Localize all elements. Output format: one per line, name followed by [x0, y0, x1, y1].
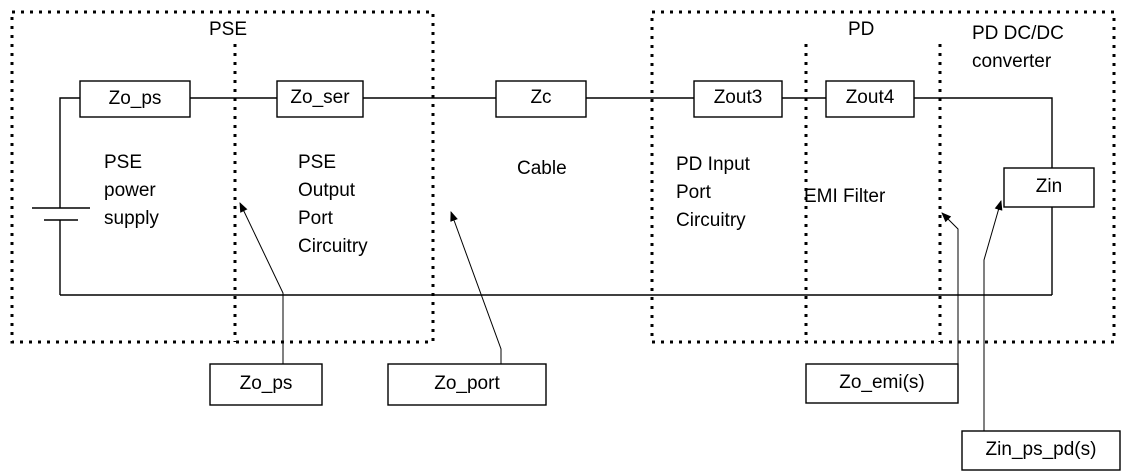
zout3-box	[693, 80, 783, 118]
zo-ser-label: Zo_ser	[290, 87, 350, 108]
wire-left-top	[59, 97, 80, 208]
zin-box	[1003, 167, 1095, 208]
pse-output-port-line-3: Port	[298, 208, 333, 229]
arrow-zo-ps	[239, 202, 284, 364]
callout-zo-emi-label: Zo_emi(s)	[839, 372, 925, 393]
pd-input-port-label: PD Input Port Circuitry	[676, 151, 750, 235]
zout4-box	[825, 80, 915, 118]
arrow-zo-port	[450, 211, 502, 364]
arrow-zin-ps-pd	[983, 200, 1003, 431]
pse-power-supply-line-2: power	[104, 180, 156, 201]
pd-input-port-line-1: PD Input	[676, 154, 750, 175]
callout-zo-ps-box	[209, 363, 323, 406]
zc-box	[495, 80, 587, 118]
pd-input-port-line-2: Port	[676, 182, 711, 203]
arrow-zo-emi	[941, 212, 959, 364]
pse-region-title: PSE	[209, 19, 248, 40]
zout4-label: Zout4	[845, 87, 895, 108]
callout-zo-emi-box	[805, 363, 959, 404]
zout3-label: Zout3	[713, 87, 763, 108]
pse-output-port-line-1: PSE	[298, 152, 337, 173]
pd-dcdc-title-line-1: PD DC/DC	[972, 23, 1064, 44]
pse-power-supply-line-3: supply	[104, 208, 159, 229]
pd-region-title: PD	[848, 19, 875, 40]
pse-region-border	[10, 10, 435, 344]
pse-output-port-line-4: Circuitry	[298, 236, 368, 257]
callout-zo-port-label: Zo_port	[434, 373, 500, 394]
pse-power-supply-label: PSE power supply	[104, 149, 159, 233]
callout-zin-ps-pd-label: Zin_ps_pd(s)	[985, 439, 1097, 460]
pse-power-supply-line-1: PSE	[104, 152, 143, 173]
cable-label: Cable	[517, 158, 567, 179]
callout-zin-ps-pd-box	[961, 430, 1121, 471]
callout-zo-ps-label: Zo_ps	[239, 373, 293, 394]
zc-label: Zc	[530, 87, 552, 108]
pd-dcdc-region-title: PD DC/DC converter	[972, 20, 1064, 76]
zo-ps-label: Zo_ps	[108, 88, 162, 109]
zo-ser-box	[276, 80, 364, 118]
pd-dcdc-title-line-2: converter	[972, 51, 1052, 72]
pd-input-port-line-3: Circuitry	[676, 210, 746, 231]
zin-label: Zin	[1035, 176, 1063, 197]
emi-filter-label: EMI Filter	[804, 186, 886, 207]
pse-output-port-label: PSE Output Port Circuitry	[298, 149, 368, 261]
zo-ps-box	[79, 80, 191, 118]
pse-output-port-line-2: Output	[298, 180, 356, 201]
callout-zo-port-box	[387, 363, 547, 406]
wire-zout4-zin	[914, 97, 1053, 168]
